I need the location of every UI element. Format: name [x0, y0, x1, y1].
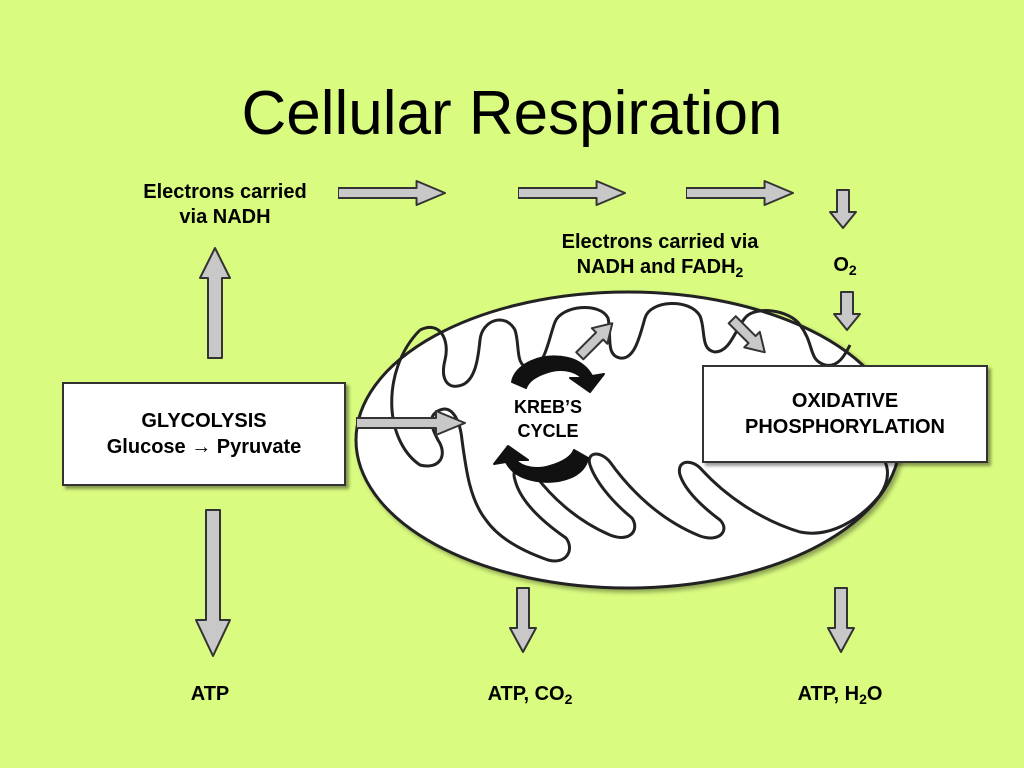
- oxphos-line2: PHOSPHORYLATION: [744, 416, 945, 438]
- page-title: Cellular Respiration: [241, 79, 783, 148]
- atp-left-label: ATP: [190, 683, 230, 705]
- arrow-diagonal-down: [727, 315, 766, 354]
- co2-subscript: 2: [564, 691, 573, 707]
- o2-subscript: 2: [848, 262, 857, 278]
- atp-h2o-text: ATP, H: [797, 683, 860, 705]
- glycolysis-subtitle: Glucose → Pyruvate: [106, 436, 302, 458]
- krebs-cycle-label: KREB’S CYCLE: [488, 395, 608, 444]
- glycolysis-title: GLYCOLYSIS: [141, 410, 267, 432]
- arrow-right-1: [338, 180, 446, 206]
- atp-h2o-label: ATP, H2O: [760, 682, 920, 709]
- nadh-label-line2: via NADH: [179, 206, 271, 228]
- h2o-subscript: 2: [859, 691, 867, 707]
- krebs-cycle-top-arrow: [511, 355, 605, 393]
- fadh-subscript: 2: [735, 264, 744, 280]
- h2o-o-text: O: [866, 683, 883, 705]
- krebs-cycle-bottom-arrow: [493, 445, 589, 483]
- krebs-line2: CYCLE: [517, 421, 579, 442]
- arrow-down-to-atp: [195, 509, 231, 657]
- arrow-down-to-oxphos: [833, 291, 861, 331]
- nadh-label-top: Electrons carried via NADH: [110, 180, 340, 230]
- arrow-up-from-glycolysis: [199, 247, 231, 359]
- atp-co2-label: ATP, CO2: [450, 682, 610, 709]
- arrow-down-to-atp-co2: [509, 587, 537, 653]
- arrow-down-to-o2: [829, 189, 857, 229]
- arrow-diagonal-up: [575, 322, 614, 361]
- fadh-label: Electrons carried via NADH and FADH2: [520, 230, 800, 282]
- arrow-right-2: [518, 180, 626, 206]
- arrow-down-to-atp-h2o: [827, 587, 855, 653]
- fadh-label-text: NADH and FADH: [576, 256, 736, 278]
- fadh-label-line1: Electrons carried via: [561, 231, 759, 253]
- krebs-line1: KREB’S: [513, 397, 582, 417]
- oxphos-line1: OXIDATIVE: [791, 390, 899, 412]
- nadh-label-line1: Electrons carried: [143, 181, 307, 203]
- oxidative-phosphorylation-box: OXIDATIVE PHOSPHORYLATION: [702, 365, 988, 463]
- arrow-right-3: [686, 180, 794, 206]
- atp-co2-text: ATP, CO: [487, 683, 565, 705]
- o2-text: O: [833, 254, 849, 276]
- o2-label: O2: [820, 253, 870, 280]
- fadh-label-line2: NADH and FADH2: [520, 255, 800, 282]
- glycolysis-box: GLYCOLYSIS Glucose → Pyruvate: [62, 382, 346, 486]
